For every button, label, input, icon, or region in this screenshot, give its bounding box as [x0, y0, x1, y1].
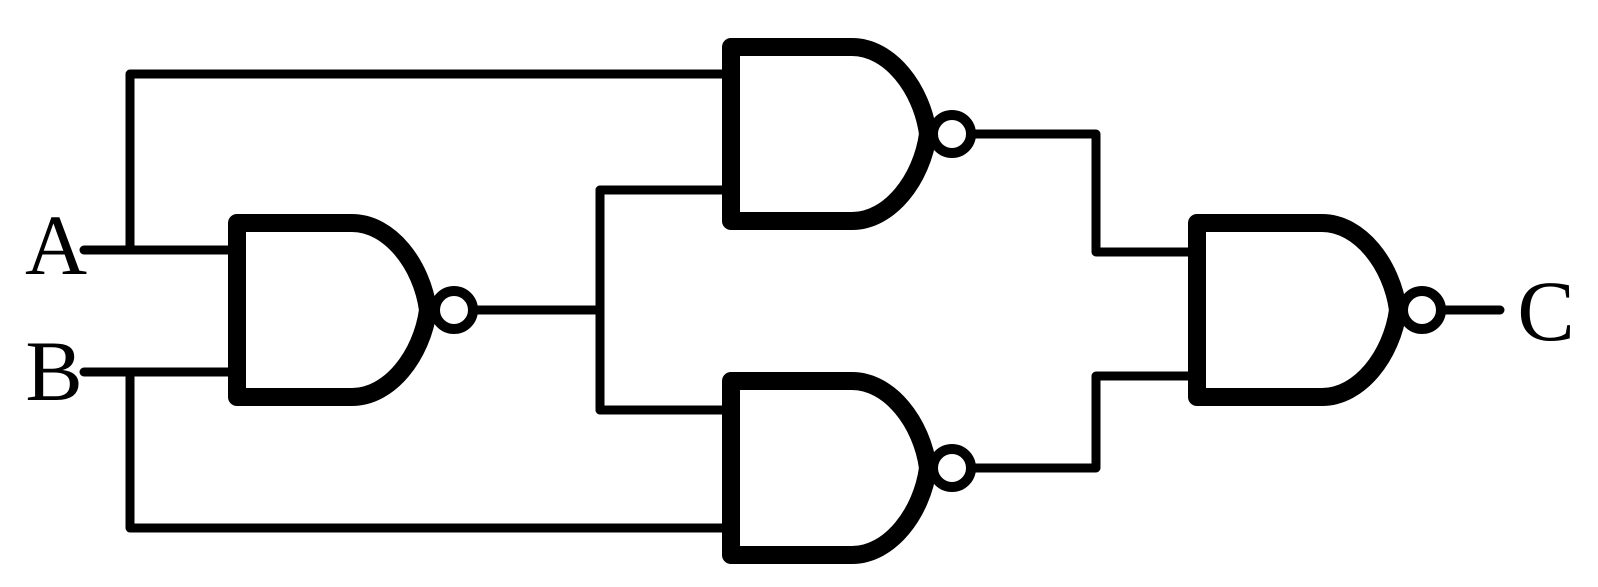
nand-gate-input	[228, 214, 478, 406]
nand-gate-bottom	[722, 372, 976, 564]
nand-gate-bottom-bubble	[928, 444, 976, 492]
nand-gate-output-bubble	[1398, 286, 1446, 334]
wire-b-to-bottom-gate	[125, 367, 727, 533]
wire-a-to-top-gate	[125, 69, 727, 255]
wire-bottom-gate-to-output-gate	[957, 371, 1193, 473]
wire-top-gate-to-output-gate	[957, 129, 1193, 257]
nand-gate-output-body	[1188, 214, 1407, 406]
label-output-c: C	[1517, 263, 1574, 359]
wires	[79, 69, 1505, 533]
nand-gate-top-body	[722, 38, 937, 230]
nand-gate-output	[1188, 214, 1446, 406]
nand-gate-bottom-body	[722, 372, 937, 564]
nand-gate-top	[722, 38, 976, 230]
label-input-a: A	[25, 197, 87, 293]
nand-gate-top-bubble	[928, 110, 976, 158]
nand-gate-input-bubble	[430, 286, 478, 334]
nand-gate-input-body	[228, 214, 437, 406]
label-input-b: B	[25, 323, 82, 419]
